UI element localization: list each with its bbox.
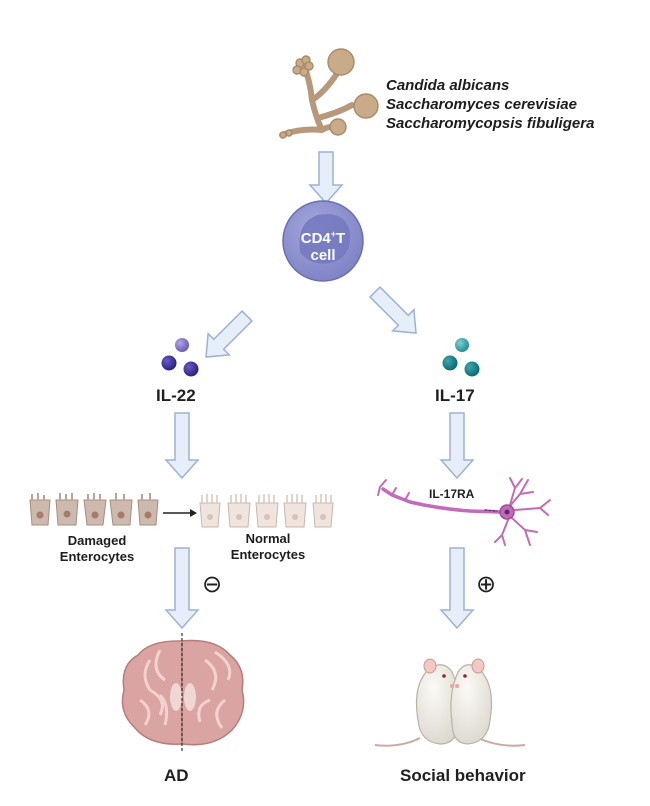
arrow-enterocytes-to-ad: [164, 547, 200, 630]
ad-outcome-label: AD: [164, 766, 189, 785]
arrow-tcell-to-il22: [205, 309, 254, 358]
il17ra-label: IL-17RA: [427, 487, 477, 501]
normal-label-line1: Normal: [245, 531, 291, 546]
tcell-label: CD4+T cell: [293, 226, 353, 264]
il22-cytokine-dots: [161, 338, 199, 377]
enterocyte-transition-arrowhead: [190, 509, 197, 517]
species-saccharomycopsis-fibuligera: Saccharomycopsis fibuligera: [386, 115, 595, 132]
arrow-il22-to-enterocytes: [164, 412, 200, 480]
tcell-label-sup: +: [330, 229, 337, 239]
normal-label-line2: Enterocytes: [230, 547, 306, 562]
il17-label: IL-17: [435, 386, 475, 405]
damaged-label-line2: Enterocytes: [59, 549, 135, 564]
normal-enterocytes: [199, 494, 334, 528]
tcell-label-cell: cell: [310, 247, 336, 264]
mice-illustration: [374, 658, 526, 747]
social-behavior-outcome-label: Social behavior: [400, 766, 526, 785]
tcell-label-t: T: [336, 230, 346, 247]
il22-label: IL-22: [156, 386, 196, 405]
arrow-fungi-to-tcell: [308, 151, 344, 205]
fungus-illustration: [279, 48, 379, 139]
species-saccharomyces-cerevisiae: Saccharomyces cerevisiae: [386, 96, 577, 113]
cd4-t-cell: [282, 200, 364, 282]
neuron-illustration: [377, 477, 551, 546]
il17-cytokine-dots: [442, 338, 480, 377]
tcell-label-cd4: CD4: [300, 230, 331, 247]
damaged-enterocytes-label: Damaged Enterocytes: [42, 533, 152, 565]
arrow-il17-to-neuron: [439, 412, 475, 480]
positive-effect-symbol: ⊕: [476, 571, 497, 598]
damaged-enterocytes: [29, 493, 159, 526]
arrow-tcell-to-il17: [368, 285, 417, 334]
brain-illustration: [121, 633, 245, 752]
normal-enterocytes-label: Normal Enterocytes: [213, 531, 323, 563]
negative-effect-symbol: ⊖: [202, 571, 223, 598]
species-candida-albicans: Candida albicans: [386, 77, 510, 94]
damaged-label-line1: Damaged: [67, 533, 127, 548]
arrow-neuron-to-social-behavior: [439, 547, 475, 630]
